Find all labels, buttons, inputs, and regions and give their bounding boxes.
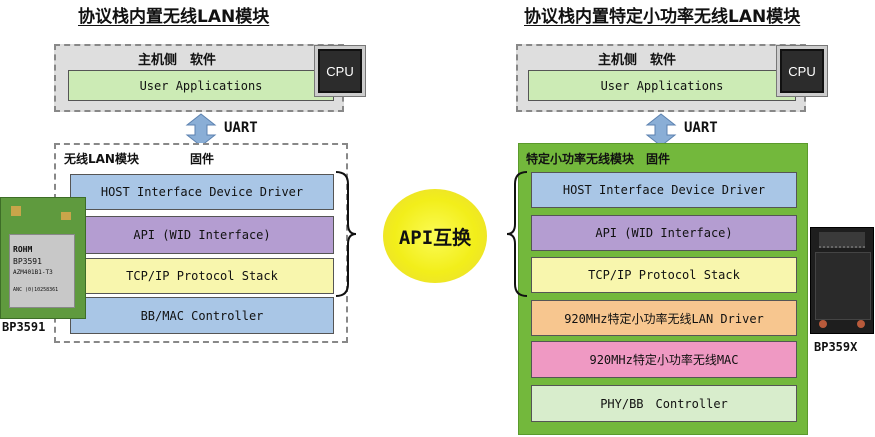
bp3591-module-image: ROHM BP3591 AZM401B1-T3 ANC (0)10258361 <box>0 197 86 319</box>
left-layer-host-interface: HOST Interface Device Driver <box>70 174 334 210</box>
bp359x-shield <box>815 252 871 320</box>
chip-text-serial: ANC (0)10258361 <box>13 287 59 293</box>
left-chip-label: BP3591 <box>2 320 46 334</box>
left-user-applications-box: User Applications <box>68 70 334 101</box>
right-uart-arrow-icon <box>645 113 677 147</box>
bp3591-pad-left <box>11 206 21 216</box>
right-module-label: 特定小功率无线模块 固件 <box>526 152 671 166</box>
right-title: 协议栈内置特定小功率无线LAN模块 <box>524 7 801 27</box>
chip-text-model: BP3591 <box>13 257 42 266</box>
right-layer-tcpip: TCP/IP Protocol Stack <box>531 257 797 293</box>
right-cpu-chip-icon: CPU <box>780 49 824 93</box>
right-layer-host-interface: HOST Interface Device Driver <box>531 172 797 208</box>
bp359x-pad-right <box>857 320 865 328</box>
chip-text-part: AZM401B1-T3 <box>13 269 53 276</box>
left-uart-arrow-icon <box>185 113 217 147</box>
right-layer-920-driver: 920MHz特定小功率无线LAN Driver <box>531 300 797 336</box>
right-host-label: 主机侧 软件 <box>598 53 677 68</box>
api-compatible-badge: API互换 <box>383 189 487 283</box>
right-uart-label: UART <box>684 120 718 136</box>
right-layer-api: API (WID Interface) <box>531 215 797 251</box>
left-uart-label: UART <box>224 120 258 136</box>
right-chip-label: BP359X <box>814 340 858 354</box>
left-layer-bb-mac: BB/MAC Controller <box>70 297 334 334</box>
bp3591-chip-shield: ROHM BP3591 AZM401B1-T3 ANC (0)10258361 <box>9 234 75 308</box>
right-layer-920-mac: 920MHz特定小功率无线MAC <box>531 341 797 378</box>
bp359x-connector <box>819 232 865 248</box>
left-title: 协议栈内置无线LAN模块 <box>78 7 270 27</box>
bp359x-pad-left <box>819 320 827 328</box>
bp3591-pad-right <box>61 212 71 220</box>
right-layer-phy-bb: PHY/BB Controller <box>531 385 797 422</box>
left-firmware-label: 固件 <box>190 152 215 166</box>
right-bracket <box>506 171 528 297</box>
chip-text-brand: ROHM <box>13 245 33 254</box>
left-bracket <box>335 171 357 297</box>
left-host-label: 主机侧 软件 <box>138 53 217 68</box>
left-layer-api: API (WID Interface) <box>70 216 334 254</box>
right-user-applications-box: User Applications <box>528 70 796 101</box>
left-layer-tcpip: TCP/IP Protocol Stack <box>70 258 334 294</box>
left-module-label: 无线LAN模块 <box>64 152 139 166</box>
left-cpu-chip-icon: CPU <box>318 49 362 93</box>
bp359x-module-image <box>810 227 874 334</box>
